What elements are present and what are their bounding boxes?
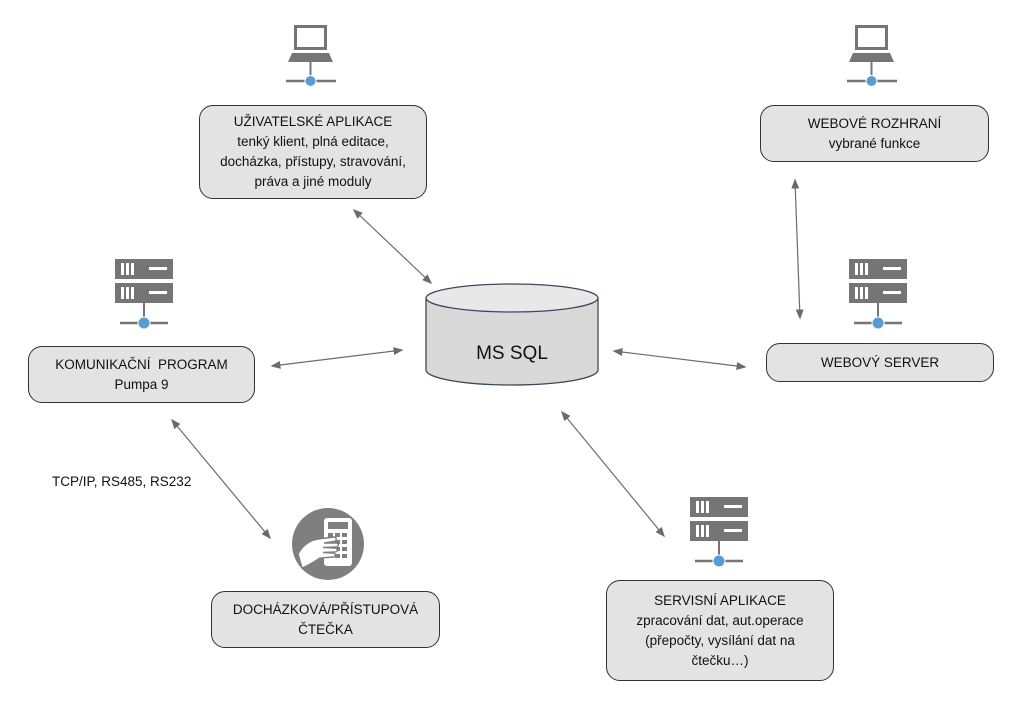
protocol-label: TCP/IP, RS485, RS232 bbox=[52, 474, 192, 489]
server-network-icon bbox=[849, 259, 907, 330]
web-server-title: WEBOVÝ SERVER bbox=[820, 354, 940, 370]
reader-title: DOCHÁZKOVÁ/PŘÍSTUPOVÁ bbox=[232, 601, 419, 617]
web-ui-title: WEBOVÉ ROZHRANÍ bbox=[807, 115, 942, 131]
arrow-comm-db bbox=[270, 347, 404, 369]
database-label: MS SQL bbox=[476, 343, 548, 364]
laptop-network-icon bbox=[286, 25, 336, 87]
service-apps-line: zpracování dat, aut.operace bbox=[636, 612, 804, 628]
hand-keypad-reader-icon bbox=[292, 508, 364, 580]
service-apps-line: čtečku…) bbox=[691, 652, 749, 668]
comm-program-title: KOMUNIKAČNÍ PROGRAM bbox=[55, 356, 228, 372]
arrow-db-service bbox=[561, 410, 665, 538]
arrow-webui-webserver bbox=[791, 178, 804, 320]
comm-program-subtitle: Pumpa 9 bbox=[114, 376, 169, 392]
arrow-db-webserver bbox=[612, 348, 747, 370]
service-apps-box: SERVISNÍ APLIKACE zpracování dat, aut.op… bbox=[606, 580, 834, 681]
user-apps-line: docházka, přístupy, stravování, bbox=[220, 154, 406, 169]
user-apps-title: UŽIVATELSKÉ APLIKACE bbox=[233, 114, 393, 129]
arrow-user-apps-db bbox=[352, 208, 433, 285]
comm-program-box: KOMUNIKAČNÍ PROGRAM Pumpa 9 bbox=[28, 346, 255, 403]
database-cylinder-icon bbox=[425, 283, 599, 386]
arrow-comm-reader bbox=[171, 418, 271, 540]
service-apps-title: SERVISNÍ APLIKACE bbox=[654, 592, 786, 608]
web-ui-subtitle: vybrané funkce bbox=[828, 135, 921, 151]
user-apps-box: UŽIVATELSKÉ APLIKACE tenký klient, plná … bbox=[199, 105, 427, 199]
web-server-box: WEBOVÝ SERVER bbox=[766, 343, 994, 382]
reader-box: DOCHÁZKOVÁ/PŘÍSTUPOVÁ ČTEČKA bbox=[211, 591, 440, 648]
server-network-icon bbox=[115, 259, 173, 330]
web-ui-box: WEBOVÉ ROZHRANÍ vybrané funkce bbox=[760, 105, 989, 162]
service-apps-line: (přepočty, vysílání dat na bbox=[645, 632, 795, 648]
laptop-network-icon bbox=[847, 25, 897, 87]
reader-title-line2: ČTEČKA bbox=[298, 621, 353, 637]
server-network-icon bbox=[690, 497, 748, 568]
user-apps-line: tenký klient, plná editace, bbox=[237, 134, 389, 149]
user-apps-line: práva a jiné moduly bbox=[254, 174, 372, 189]
